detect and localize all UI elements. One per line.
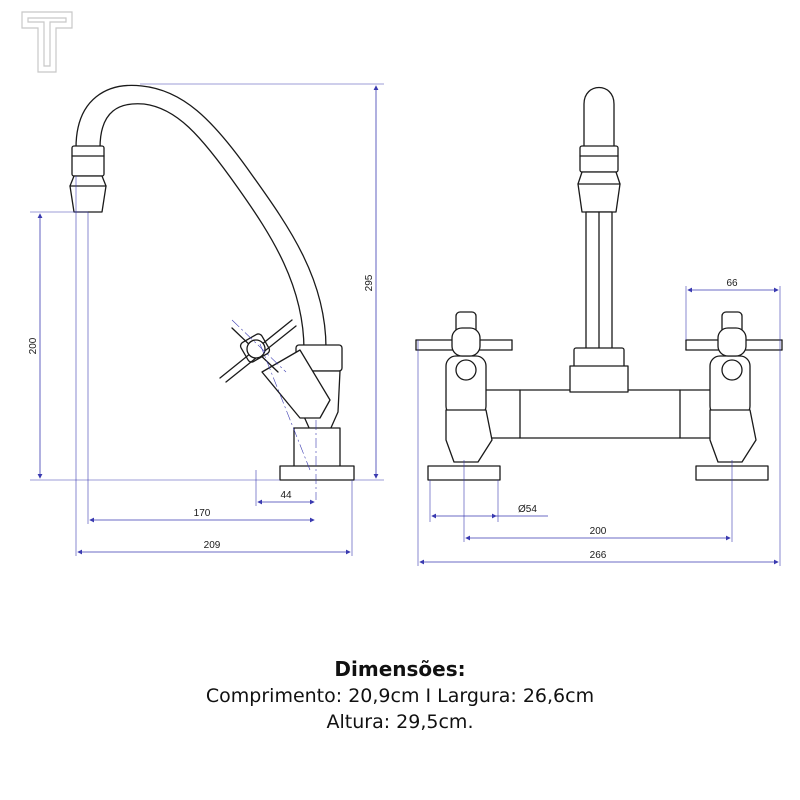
- caption-length-width: Comprimento: 20,9cm I Largura: 26,6cm: [205, 685, 595, 707]
- side-view: 295 200 44 170 209: [28, 83, 384, 556]
- aerator: [69, 145, 107, 213]
- valve-body: [261, 344, 355, 481]
- front-spout: [573, 87, 625, 369]
- dim-base-diameter: Ø54: [518, 504, 537, 515]
- dim-height-total: 295: [364, 274, 375, 291]
- dim-spout-height: 200: [28, 337, 39, 354]
- mixing-bar: [469, 365, 731, 439]
- dim-handle-width: 66: [726, 278, 738, 289]
- brand-t-logo-icon: [21, 11, 73, 73]
- dim-center-distance: 200: [590, 526, 607, 537]
- dim-spout-reach: 170: [194, 508, 211, 519]
- cross-handle: [219, 319, 297, 383]
- caption-heading: Dimensões:: [334, 657, 466, 681]
- right-tap: [685, 311, 783, 481]
- technical-drawing: 295 200 44 170 209: [21, 11, 783, 566]
- caption-height: Altura: 29,5cm.: [326, 711, 474, 733]
- dim-total-length: 209: [204, 540, 221, 551]
- dimensions-caption: Dimensões: Comprimento: 20,9cm I Largura…: [0, 655, 800, 735]
- dim-handle-offset: 44: [280, 490, 292, 501]
- dim-total-width: 266: [590, 550, 607, 561]
- front-view: 66 Ø54 200 266: [415, 87, 783, 566]
- spout: [75, 84, 327, 351]
